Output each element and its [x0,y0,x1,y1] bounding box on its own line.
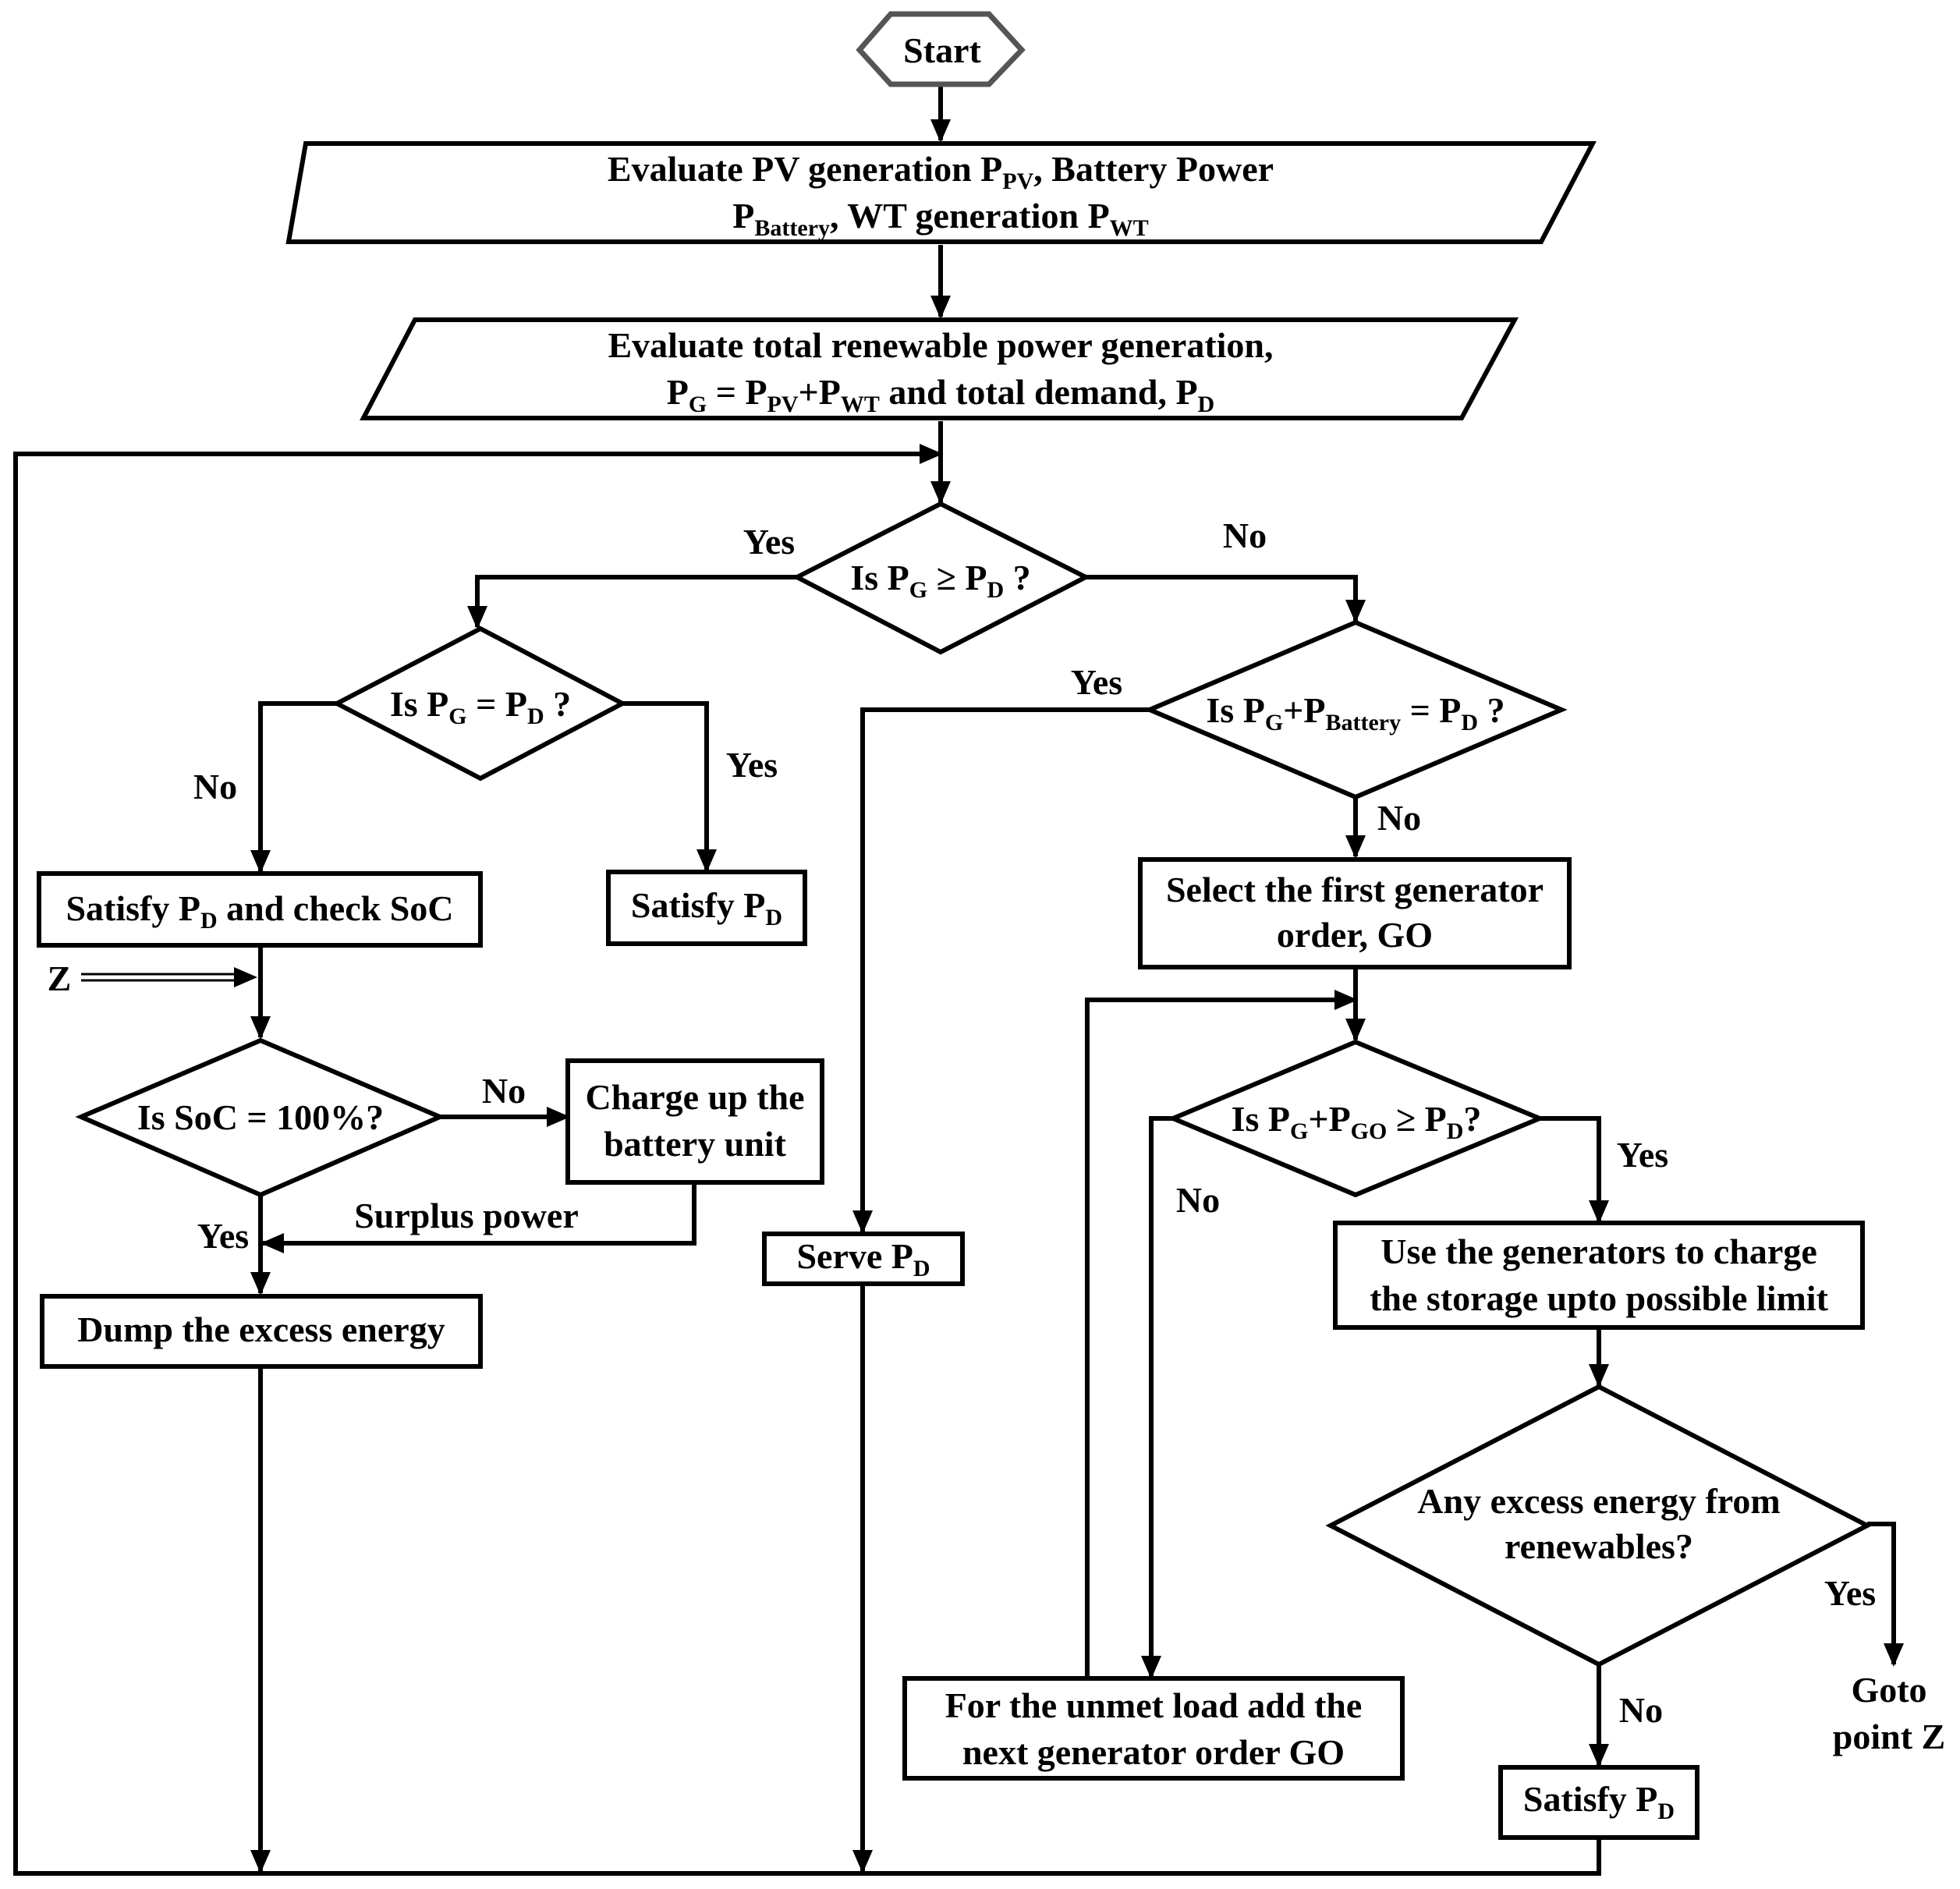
decision-pg-go-ge-pd [1167,1039,1546,1198]
eval1-line1: Evaluate PV generation PPV, Battery Powe… [608,149,1274,194]
box-unmet-load-line2: next generator order GO [962,1732,1345,1772]
decision-pg-ge-pd [792,501,1091,655]
start-label: Start [903,30,981,70]
label-d1-no: No [1223,516,1267,555]
box-satisfy-pd-1-label: Satisfy PD [631,885,782,930]
box-select-generator-line1: Select the first generator [1166,870,1544,909]
eval2-line1: Evaluate total renewable power generatio… [608,325,1273,365]
eval2-line2: PG = PPV+PWT and total demand, PD [667,372,1214,417]
start-terminal [856,11,1026,87]
box-satisfy-pd-2-label: Satisfy PD [1523,1779,1675,1824]
box-select-generator-line2: order, GO [1277,915,1433,955]
decision-excess-renewables-line2: renewables? [1505,1526,1693,1566]
eval1-shape [285,141,1597,244]
arrow-d2-no [250,701,337,874]
decision-soc-full [75,1037,446,1198]
arrow-d3-yes [852,707,1150,1234]
arrow-unmet-loop [1085,990,1358,1677]
decision-pg-eq-pd [331,626,628,781]
decision-pg-battery-eq-pd [1143,619,1568,800]
decision-soc-full-label: Is SoC = 100%? [137,1097,384,1137]
label-d5-yes: Yes [1617,1135,1668,1175]
arrow-d1-yes [467,575,797,629]
label-d2-no: No [193,767,237,806]
arrow-d5-no [1141,1116,1173,1679]
box-use-generators [1333,1221,1865,1330]
box-use-generators-line2: the storage upto possible limit [1370,1278,1828,1318]
label-d3-no: No [1377,798,1421,838]
arrow-surplus [261,1184,696,1253]
arrow-d1-no [1086,575,1366,623]
box-charge-battery-line2: battery unit [604,1124,787,1164]
label-d6-no: No [1619,1690,1663,1730]
box-charge-battery-line1: Charge up the [585,1077,804,1117]
decision-pg-eq-pd-label: Is PG = PD ? [390,684,571,729]
loop-back-line [13,444,1601,1876]
arrow-d5-yes [1540,1116,1609,1224]
decision-excess-renewables [1325,1384,1873,1667]
label-d1-yes: Yes [743,522,795,562]
box-satisfy-pd-1 [606,870,807,946]
eval2-shape [360,317,1519,420]
label-surplus-power: Surplus power [354,1196,579,1235]
label-d2-yes: Yes [726,745,778,785]
box-unmet-load [902,1676,1405,1781]
decision-pg-ge-pd-label: Is PG ≥ PD ? [850,558,1030,603]
box-use-generators-line1: Use the generators to charge [1381,1232,1816,1271]
arrow-z-head [234,967,257,987]
box-satisfy-pd-2 [1498,1765,1699,1840]
connectors [13,84,1904,1876]
label-d6-yes: Yes [1824,1573,1876,1613]
label-z: Z [48,959,72,998]
box-serve-pd-label: Serve PD [796,1236,930,1281]
box-unmet-load-line1: For the unmet load add the [945,1685,1363,1725]
decision-excess-renewables-line1: Any excess energy from [1417,1481,1780,1521]
box-dump-excess [40,1294,483,1369]
box-satisfy-check-soc-label: Satisfy PD and check SoC [66,888,453,934]
box-serve-pd [762,1232,965,1286]
label-d3-yes: Yes [1071,662,1122,702]
label-d4-yes: Yes [197,1216,249,1256]
edge-labels: Yes No No Yes Yes No Z No Surplus power … [48,516,1946,1756]
box-charge-battery [565,1058,824,1185]
decision-pg-go-ge-pd-label: Is PG+PGO ≥ PD? [1232,1099,1482,1144]
arrow-d6-yes [1867,1522,1904,1667]
decision-pg-battery-eq-pd-label: Is PG+PBattery = PD ? [1206,690,1505,735]
label-d4-no: No [482,1071,526,1111]
arrow-d2-yes [622,701,717,873]
shapes: Start Evaluate PV generation PPV, Batter… [37,11,1873,1840]
box-satisfy-check-soc [37,871,483,948]
box-dump-excess-label: Dump the excess energy [77,1310,445,1349]
eval1-line2: PBattery, WT generation PWT [732,196,1148,241]
goto-line2: point Z [1833,1717,1945,1756]
box-select-generator [1138,857,1572,969]
label-d5-no: No [1176,1180,1220,1220]
goto-line1: Goto [1851,1670,1926,1710]
